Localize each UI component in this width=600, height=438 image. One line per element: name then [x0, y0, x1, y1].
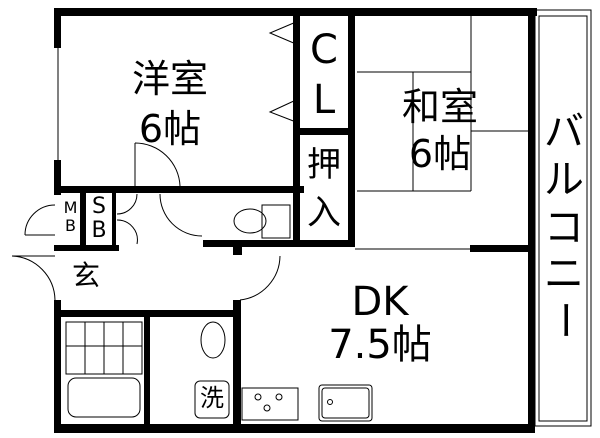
wall-right [528, 8, 535, 433]
closet-label-l: L [312, 77, 336, 123]
wall-washitsu-bottom [470, 245, 535, 252]
wall-mb-bottom [54, 245, 119, 251]
balcony-label-3: コ [544, 205, 584, 251]
wall-toilet-bottom [203, 240, 355, 247]
oshiire-label-1: 押 [307, 145, 341, 185]
wall-mb-sb [80, 193, 86, 248]
wall-dk-left [233, 300, 241, 433]
western-room-label: 洋室 [131, 57, 208, 101]
mb-label-b: B [65, 216, 76, 235]
mb-label-m: M [63, 198, 78, 217]
wall-oshiire-left [293, 135, 300, 245]
wall-cl-bottom [293, 128, 355, 135]
laundry-label: 洗 [200, 384, 224, 412]
western-room-size: 6帖 [138, 107, 202, 151]
dk-size: 7.5帖 [328, 322, 432, 368]
balcony-label-1: バ [544, 109, 584, 155]
wall-cl-divider [293, 8, 300, 193]
wall-sb-right [112, 193, 116, 248]
wall-cl-right [348, 8, 355, 245]
wall-dk-top-left [233, 245, 242, 255]
sb-label-s: S [92, 194, 106, 219]
entrance-label: 玄 [71, 259, 100, 292]
balcony-label-5: ー [541, 300, 587, 340]
wall-left-upper [54, 8, 61, 48]
balcony-label-4: ニ [544, 251, 584, 297]
wall-bath-divider [144, 317, 150, 427]
dk-label: DK [351, 279, 409, 325]
japanese-room-label: 和室 [401, 85, 478, 129]
sb-label-b: B [91, 218, 107, 243]
japanese-room-size: 6帖 [408, 132, 472, 176]
wall-yoshitsu-bottom [54, 186, 304, 193]
closet-label-c: C [310, 27, 338, 73]
oshiire-label-2: 入 [307, 193, 341, 233]
wall-left-mid [54, 160, 61, 195]
wall-bottom [54, 424, 535, 433]
balcony-label-2: ル [544, 157, 584, 203]
wall-bath-top [54, 310, 239, 317]
wall-left-lower [54, 300, 61, 433]
